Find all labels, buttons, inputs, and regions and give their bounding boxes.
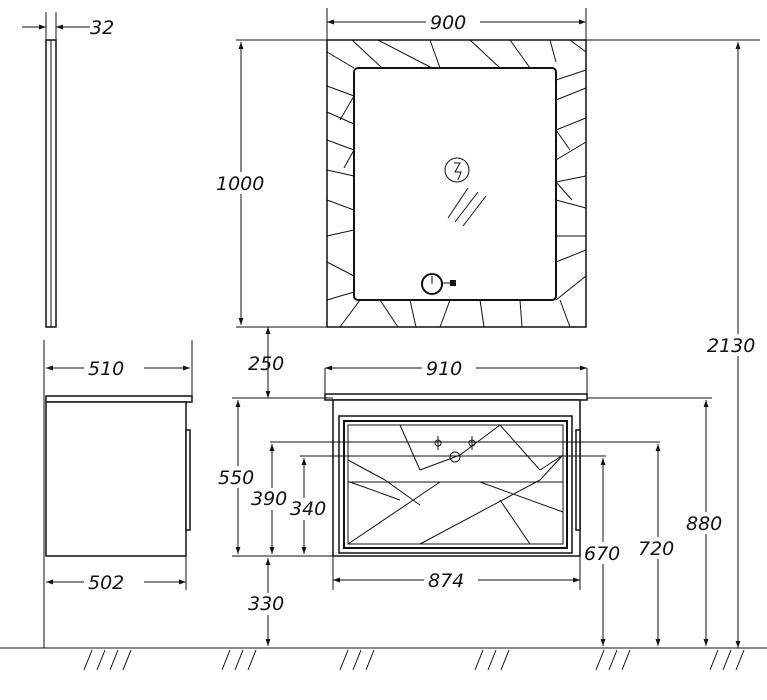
mirror-height-label: 1000 <box>216 173 264 195</box>
drawer-340-dimension: 340 <box>288 455 606 554</box>
mirror-depth-label: 32 <box>90 17 114 39</box>
total-height-label: 2130 <box>707 335 755 357</box>
cabinet-front-view: 910 874 <box>324 357 588 592</box>
height-670-label: 670 <box>584 543 620 565</box>
height-880-label: 880 <box>686 513 722 535</box>
gap-dimension: 250 <box>236 327 327 399</box>
mirror-front-view: 900 1000 <box>214 8 587 328</box>
total-height-dimension: 2130 <box>586 39 766 648</box>
floor-line <box>0 647 767 671</box>
plinth-height-dimension: 330 <box>246 558 290 646</box>
side-body-depth-label: 502 <box>88 572 124 594</box>
mirror-side-view: 32 <box>22 12 114 328</box>
height-880-dimension: 880 <box>587 397 728 646</box>
height-720-label: 720 <box>638 538 674 560</box>
gap-height-label: 250 <box>248 353 284 375</box>
drawer-390-dimension: 390 <box>249 441 660 554</box>
height-720-dimension: 720 <box>636 444 680 646</box>
cabinet-height-dimension: 550 <box>216 397 333 557</box>
height-670-dimension: 670 <box>582 458 626 646</box>
cabinet-side-view: 510 502 <box>43 340 193 648</box>
cabinet-height-label: 550 <box>218 467 254 489</box>
mirror-width-label: 900 <box>430 12 466 34</box>
counter-width-label: 910 <box>426 358 462 380</box>
drawer-width-label: 874 <box>428 570 464 592</box>
side-top-depth-label: 510 <box>88 358 124 380</box>
drawer-390-label: 390 <box>251 488 287 510</box>
drawer-340-label: 340 <box>290 498 326 520</box>
plinth-height-label: 330 <box>248 593 284 615</box>
